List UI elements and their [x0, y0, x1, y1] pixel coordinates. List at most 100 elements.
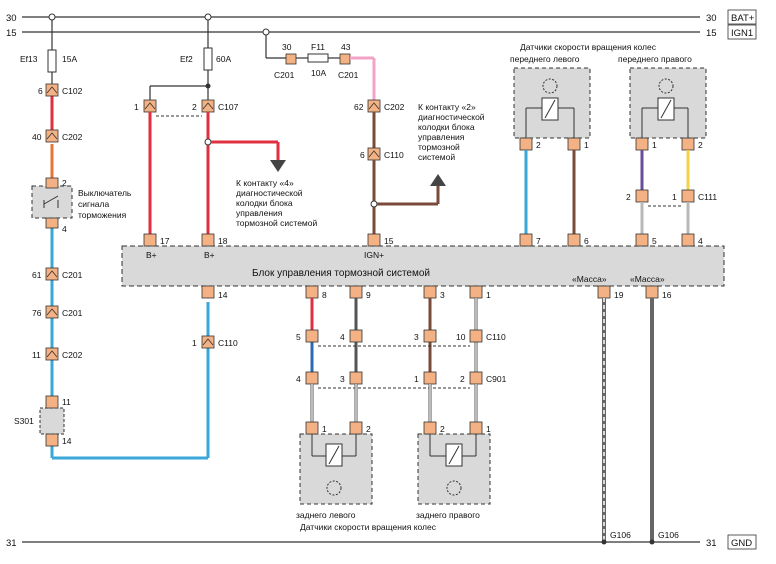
c201-pin-30: 30	[282, 42, 292, 52]
fuse-f11	[307, 53, 329, 63]
c901-label: C901	[486, 374, 507, 384]
rail-gnd-num-right: 31	[706, 538, 717, 549]
left-circuit: Ef13 15A 6 C102 40 C202 2 4 Выключатель …	[14, 13, 238, 460]
rear-wiring: 5 4 3 10 C110 4 3 1 2 C901	[296, 298, 507, 422]
rear-sensors: 1 2 2 1 заднего левого заднего правого Д…	[296, 421, 491, 532]
c201-pin-43: 43	[341, 42, 351, 52]
ecu-pin-7: 7	[536, 236, 541, 246]
ecu-pin-9: 9	[366, 290, 371, 300]
fl-pin-2: 2	[536, 140, 541, 150]
note4-line-1: К контакту «4»	[236, 178, 294, 188]
rail-ign-label: IGN1	[731, 28, 753, 39]
rail-ign-num-right: 15	[706, 28, 717, 39]
c111-pin-1: 1	[672, 192, 677, 202]
c102-pin: 6	[38, 86, 43, 96]
rail-ign: 15 15 IGN1	[6, 24, 757, 40]
c201-pin-61: 61	[32, 270, 42, 280]
c201-label-g: C201	[338, 70, 359, 80]
note2-line-4: управления	[418, 132, 465, 142]
c201-label-a: C201	[62, 270, 83, 280]
rail-bat-num: 30	[6, 13, 17, 24]
c102-label: C102	[62, 86, 83, 96]
note2-line-2: диагностической	[418, 112, 485, 122]
c202-label-b: C202	[62, 350, 83, 360]
c111-pin-2: 2	[626, 192, 631, 202]
c901-pin-2: 2	[460, 374, 465, 384]
c201-label-b: C201	[62, 308, 83, 318]
rail-gnd-label: GND	[731, 538, 752, 549]
ecu-pin-4: 4	[698, 236, 703, 246]
c110r-pin-4: 4	[340, 332, 345, 342]
fuse-ef2-label: Ef2	[180, 54, 193, 64]
ecu-bplus-1: B+	[146, 250, 157, 260]
front-sensors: Датчики скорости вращения колес переднег…	[510, 42, 717, 234]
c901-pin-4: 4	[296, 374, 301, 384]
ecu-title: Блок управления тормозной системой	[252, 268, 430, 279]
c110-label-a: C110	[218, 338, 238, 348]
front-sensors-title: Датчики скорости вращения колес	[520, 42, 657, 52]
front-right-label: переднего правого	[618, 54, 692, 64]
fr-pin-2: 2	[698, 140, 703, 150]
ecu-pin-14: 14	[218, 290, 228, 300]
ecu-bplus-2: B+	[204, 250, 215, 260]
c202-pin-62: 62	[354, 102, 364, 112]
c110-pin-6: 6	[360, 150, 365, 160]
c110-label-c: C110	[486, 332, 506, 342]
brake-switch-label-1: Выключатель	[78, 188, 132, 198]
rail-gnd-num: 31	[6, 538, 17, 549]
note2-line-3: колодки блока	[418, 122, 475, 132]
note4-line-5: тормозной системой	[236, 218, 318, 228]
rail-bat-num-right: 30	[706, 13, 717, 24]
ecu-pin-18: 18	[218, 236, 228, 246]
note2-line-1: К контакту «2»	[418, 102, 476, 112]
fuse-ef13	[47, 49, 57, 73]
brake-switch-label-3: торможения	[78, 210, 127, 220]
rear-left-label: заднего левого	[296, 510, 356, 520]
c201-pin-76: 76	[32, 308, 42, 318]
ecu-pin-6: 6	[584, 236, 589, 246]
rear-right-label: заднего правого	[416, 510, 480, 520]
front-left-label: переднего левого	[510, 54, 580, 64]
ecu-pin-1: 1	[486, 290, 491, 300]
rl-pin-1: 1	[322, 424, 327, 434]
rr-pin-2: 2	[440, 424, 445, 434]
fuse-ef2	[203, 47, 213, 71]
ecu-mass-2: «Масса»	[630, 274, 665, 284]
c202-label-c: C202	[384, 102, 405, 112]
c202-label-a: C202	[62, 132, 83, 142]
rail-ign-num: 15	[6, 28, 17, 39]
g106-label-2: G106	[658, 530, 679, 540]
ecu-block: Блок управления тормозной системой B+ B+…	[121, 233, 725, 300]
ecu-pin-17: 17	[160, 236, 170, 246]
ef2-circuit: Ef2 60A 1 2 C107 К контакту «4» диагност…	[134, 13, 318, 234]
ecu-body	[121, 245, 725, 287]
c202-pin-40: 40	[32, 132, 42, 142]
rail-bat: 30 30 BAT+	[6, 9, 757, 25]
rail-gnd: 31 31 GND	[6, 534, 757, 550]
fuse-ef2-amp: 60A	[216, 54, 231, 64]
c107-pin-1: 1	[134, 102, 139, 112]
fuse-ef13-amp: 15A	[62, 54, 77, 64]
c111-label: C111	[698, 192, 717, 202]
c201-label-f: C201	[274, 70, 295, 80]
note4-line-3: колодки блока	[236, 198, 293, 208]
c107-pin-2: 2	[192, 102, 197, 112]
c202-pin-11: 11	[32, 350, 41, 360]
rail-bat-label: BAT+	[731, 13, 755, 24]
c110r-pin-3: 3	[414, 332, 419, 342]
ecu-mass-1: «Масса»	[572, 274, 607, 284]
splice-s301	[39, 407, 65, 435]
note2-line-6: системой	[418, 152, 455, 162]
g106-label-1: G106	[610, 530, 631, 540]
c110-pin-1: 1	[192, 338, 197, 348]
note2-line-5: тормозной	[418, 142, 460, 152]
ground-wires: G106 G106	[601, 298, 679, 545]
rr-pin-1: 1	[486, 424, 491, 434]
note4-line-2: диагностической	[236, 188, 303, 198]
ecu-ign: IGN+	[364, 250, 384, 260]
brake-switch-pin-4: 4	[62, 224, 67, 234]
fr-pin-1: 1	[652, 140, 657, 150]
ecu-pin-3: 3	[440, 290, 445, 300]
ign-circuit: 30 C201 F11 10A 43 C201 62 C202 6 C110 К…	[262, 28, 485, 234]
